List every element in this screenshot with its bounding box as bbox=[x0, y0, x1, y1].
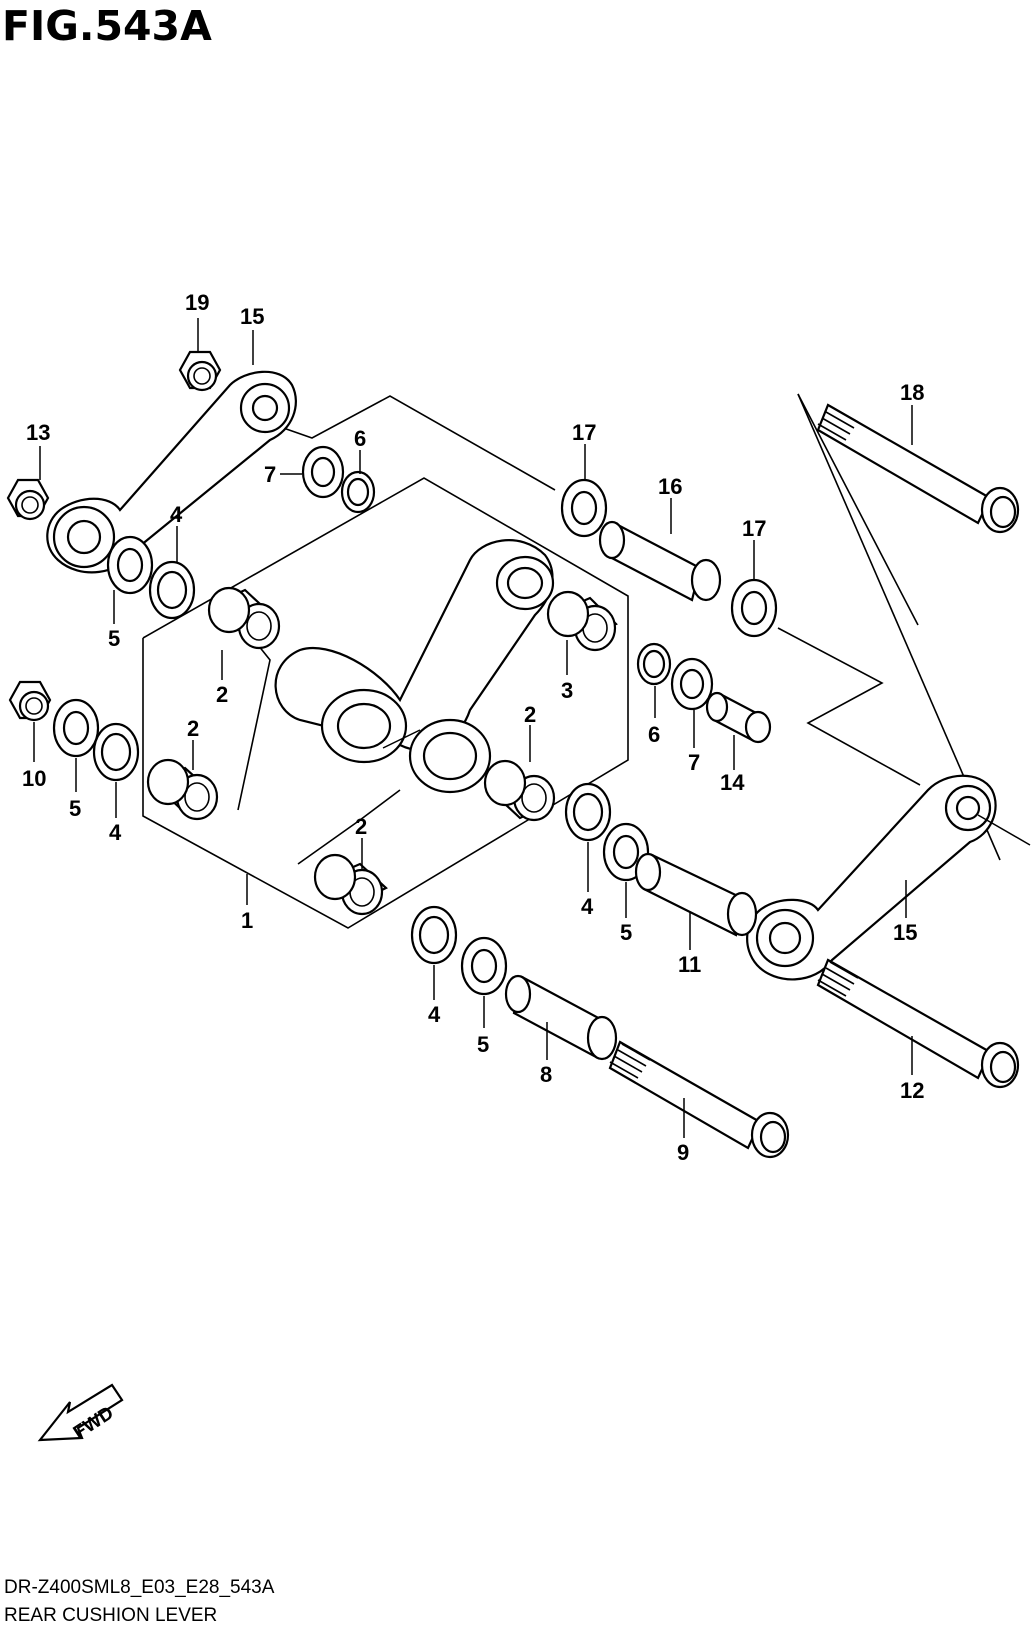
callout-8: 8 bbox=[540, 1062, 552, 1087]
callout-5-right: 5 bbox=[620, 920, 632, 945]
callout-11: 11 bbox=[678, 952, 701, 977]
callout-5-upper: 5 bbox=[108, 626, 120, 651]
nut-13 bbox=[6, 478, 50, 521]
right-reference-line bbox=[777, 627, 921, 786]
figure-title: FIG.543A bbox=[2, 2, 212, 50]
lower-reference-line bbox=[297, 789, 401, 865]
callout-2-lower: 2 bbox=[355, 814, 367, 839]
callout-4-upper: 4 bbox=[170, 502, 183, 527]
bearing-right bbox=[483, 759, 556, 822]
callout-4-lower: 4 bbox=[428, 1002, 441, 1027]
callout-15-upper: 15 bbox=[240, 304, 264, 329]
callout-2-right: 2 bbox=[524, 702, 536, 727]
collar-8 bbox=[504, 974, 618, 1061]
callout-17-lower: 17 bbox=[742, 516, 766, 541]
callout-5-lower: 5 bbox=[477, 1032, 489, 1057]
callout-17-upper: 17 bbox=[572, 420, 596, 445]
callout-6-lower: 6 bbox=[648, 722, 660, 747]
callout-1: 1 bbox=[241, 908, 253, 933]
collar-14 bbox=[705, 691, 772, 744]
bearing-upper-left bbox=[207, 586, 281, 650]
assembly-outline bbox=[142, 477, 629, 929]
collar-16 bbox=[598, 520, 722, 602]
diagram-name: REAR CUSHION LEVER bbox=[4, 1605, 218, 1626]
washer-group bbox=[52, 445, 778, 996]
callout-5-left: 5 bbox=[69, 796, 81, 821]
bearing-mid-left bbox=[146, 758, 219, 821]
cushion-rod-left bbox=[46, 370, 297, 574]
callout-12: 12 bbox=[900, 1078, 924, 1103]
callout-14: 14 bbox=[720, 770, 745, 795]
bearing-lower bbox=[313, 853, 388, 916]
callout-15-lower: 15 bbox=[893, 920, 917, 945]
callout-4-left: 4 bbox=[109, 820, 122, 845]
cushion-lever bbox=[274, 539, 555, 794]
collar-11 bbox=[634, 852, 758, 937]
callout-labels: 19 15 13 6 7 4 5 17 16 17 18 2 3 2 2 6 7… bbox=[22, 290, 924, 1165]
callout-13: 13 bbox=[26, 420, 50, 445]
callout-7-lower: 7 bbox=[688, 750, 700, 775]
fwd-arrow-icon: FWD bbox=[37, 1383, 124, 1444]
callout-10: 10 bbox=[22, 766, 46, 791]
callout-16: 16 bbox=[658, 474, 682, 499]
diagram-code: DR-Z400SML8_E03_E28_543A bbox=[4, 1577, 275, 1598]
callout-7-upper: 7 bbox=[264, 462, 276, 487]
callout-9: 9 bbox=[677, 1140, 689, 1165]
nut-10 bbox=[8, 680, 52, 722]
left-reference-line bbox=[237, 644, 271, 811]
callout-19: 19 bbox=[185, 290, 209, 315]
bearing-part-3 bbox=[546, 590, 618, 652]
bolt-reference-line-2 bbox=[797, 393, 919, 626]
cushion-rod-right bbox=[746, 774, 1031, 981]
leader-lines bbox=[33, 318, 913, 1138]
bolt-9 bbox=[608, 1040, 790, 1159]
callout-6-upper: 6 bbox=[354, 426, 366, 451]
bolt-18 bbox=[816, 403, 1020, 534]
callout-2-left: 2 bbox=[187, 716, 199, 741]
callout-3: 3 bbox=[561, 678, 573, 703]
callout-4-right: 4 bbox=[581, 894, 594, 919]
link-reference-line bbox=[271, 395, 556, 491]
nut-19 bbox=[178, 350, 222, 392]
callout-18: 18 bbox=[900, 380, 924, 405]
bolt-12 bbox=[816, 958, 1020, 1089]
callout-2-upper: 2 bbox=[216, 682, 228, 707]
